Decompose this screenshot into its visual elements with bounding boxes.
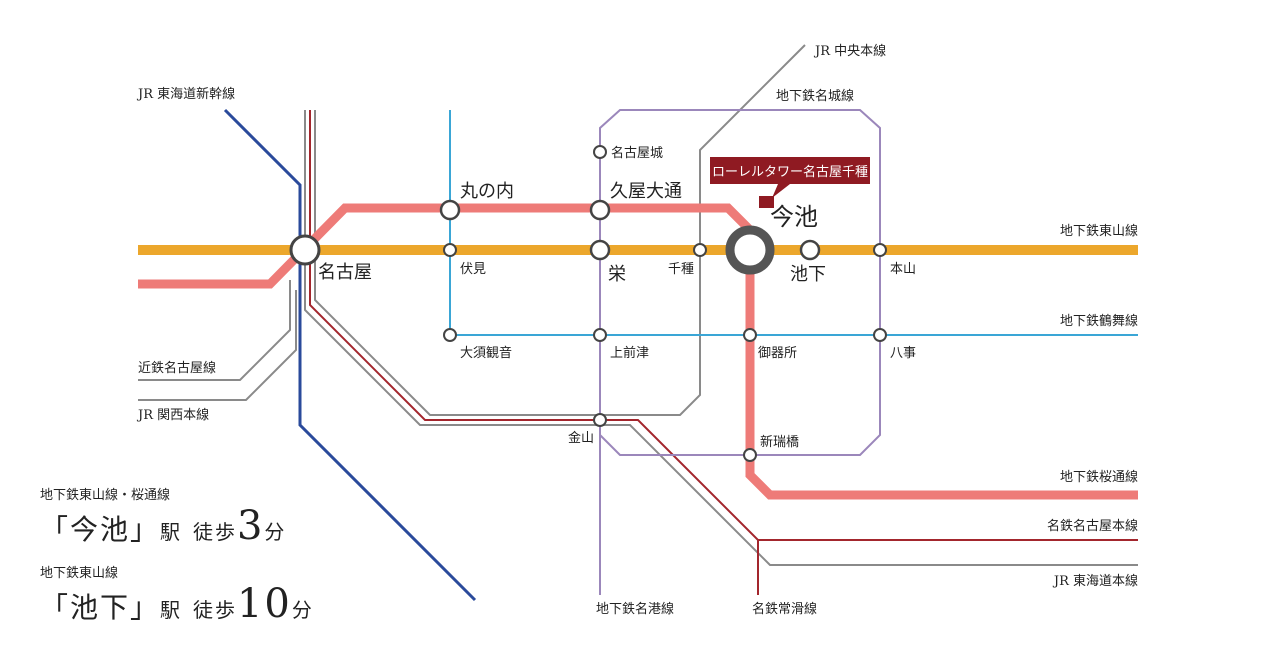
access-ikeshita: 地下鉄東山線 「池下」駅 徒歩10分 (40, 562, 314, 627)
label-aratamabashi: 新瑞橋 (760, 434, 799, 450)
property-label: ローレルタワー名古屋千種 (712, 164, 868, 180)
line-jr-tokaido (304, 110, 1138, 566)
station-sakae[interactable] (589, 239, 611, 261)
station-yagoto[interactable] (873, 328, 887, 342)
line-meijo (599, 109, 881, 456)
access-walk: 「池下」駅 徒歩10分 (40, 581, 314, 627)
access-walk: 「今池」駅 徒歩3分 (40, 503, 286, 549)
label-nagoyajo: 名古屋城 (611, 145, 663, 161)
label-line-tokoname: 名鉄常滑線 (752, 601, 817, 617)
walk-minutes: 3 (236, 503, 265, 549)
station-marunouchi[interactable] (439, 199, 461, 221)
line-sakuradori (138, 203, 1138, 500)
label-line-kintetsu: 近鉄名古屋線 (138, 360, 216, 376)
label-kamimaezu: 上前津 (610, 345, 649, 361)
walk-label: 徒歩 (192, 598, 237, 622)
label-kanayama: 金山 (568, 430, 594, 446)
station-chikusa[interactable] (693, 243, 707, 257)
property-marker (759, 196, 774, 208)
label-ikeshita: 池下 (790, 264, 826, 285)
label-imaike: 今池 (770, 203, 818, 231)
station-fushimi[interactable] (443, 243, 457, 257)
eki-label: 駅 (160, 598, 183, 622)
label-line-kansai: JR 関西本線 (136, 407, 209, 423)
station-hisaya[interactable] (589, 199, 611, 221)
station-motoyama[interactable] (873, 243, 887, 257)
label-line-higashiyama: 地下鉄東山線 (1060, 223, 1138, 239)
line-kintetsu (138, 280, 291, 381)
eki-label: 駅 (160, 520, 183, 544)
label-hisaya: 久屋大通 (610, 181, 682, 202)
line-shinkansen (223, 108, 477, 602)
label-fushimi: 伏見 (460, 262, 486, 277)
label-chikusa: 千種 (668, 261, 694, 277)
station-nagoyajo[interactable] (593, 145, 607, 159)
access-station: 池下 (70, 591, 131, 624)
minutes-unit: 分 (291, 598, 314, 622)
station-imaike[interactable] (725, 225, 775, 275)
label-nagoya: 名古屋 (318, 262, 372, 283)
label-sakae: 栄 (608, 264, 626, 285)
label-line-chuo: JR 中央本線 (813, 43, 886, 59)
line-meitetsu (309, 110, 1138, 541)
minutes-unit: 分 (264, 520, 287, 544)
label-gokiso: 御器所 (758, 346, 797, 361)
walk-minutes: 10 (236, 581, 292, 627)
walk-label: 徒歩 (192, 520, 237, 544)
bracket-close: 」 (130, 513, 161, 546)
station-ikeshita[interactable] (799, 239, 821, 261)
station-kanayama[interactable] (593, 413, 607, 427)
property-callout: ローレルタワー名古屋千種 (710, 157, 870, 208)
station-kamimaezu[interactable] (593, 328, 607, 342)
label-line-meitetsu: 名鉄名古屋本線 (1047, 518, 1138, 534)
line-jr-chuo (314, 44, 806, 416)
label-line-tokaido: JR 東海道本線 (1052, 573, 1138, 589)
station-aratamabashi[interactable] (743, 448, 757, 462)
station-nagoya[interactable] (289, 234, 321, 266)
bracket-open: 「 (40, 513, 71, 546)
access-station: 今池 (70, 513, 131, 546)
line-jr-kansai (138, 290, 297, 401)
bracket-close: 」 (130, 591, 161, 624)
access-lines: 地下鉄東山線 (40, 566, 119, 581)
label-motoyama: 本山 (890, 262, 916, 277)
label-marunouchi: 丸の内 (460, 181, 514, 202)
station-osu[interactable] (443, 328, 457, 342)
access-lines: 地下鉄東山線・桜通線 (40, 488, 171, 503)
label-line-sakuradori: 地下鉄桜通線 (1060, 469, 1138, 485)
bracket-open: 「 (40, 591, 71, 624)
label-line-shinkansen: JR 東海道新幹線 (136, 86, 235, 102)
access-imaike: 地下鉄東山線・桜通線 「今池」駅 徒歩3分 (40, 484, 286, 549)
label-osu: 大須観音 (460, 345, 512, 361)
label-yagoto: 八事 (890, 346, 916, 361)
label-line-tsurumai: 地下鉄鶴舞線 (1060, 313, 1138, 329)
station-gokiso[interactable] (743, 328, 757, 342)
label-line-meiko: 地下鉄名港線 (596, 601, 674, 617)
label-line-meijo: 地下鉄名城線 (776, 88, 854, 104)
